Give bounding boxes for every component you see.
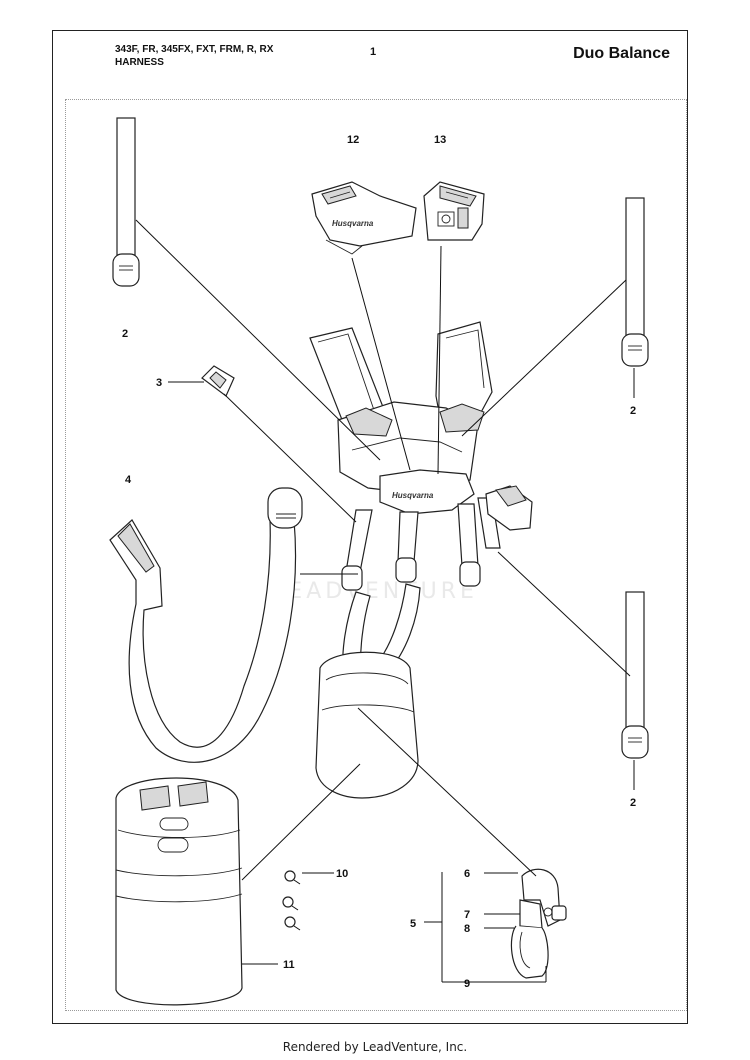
part-11-hip-pad[interactable] <box>115 777 243 1006</box>
section-title: HARNESS <box>115 57 164 68</box>
part-3-buckle[interactable] <box>201 365 235 397</box>
leader-lines <box>135 219 635 983</box>
watermark-text: LEADVENTURE <box>272 579 478 604</box>
part-4-hip-strap[interactable] <box>109 487 303 763</box>
drawing-sheet <box>52 30 688 1024</box>
model-list: 343F, FR, 345FX, FXT, FRM, R, RX <box>115 44 274 55</box>
callout-7: 7 <box>464 909 470 921</box>
callout-6: 6 <box>464 868 470 880</box>
callout-3: 3 <box>156 377 162 389</box>
part-13-shoulder-pad[interactable] <box>423 181 485 241</box>
callout-13: 13 <box>434 134 446 146</box>
part-12-shoulder-pad[interactable]: Husqvarna <box>311 181 417 255</box>
diagram-title: Duo Balance <box>573 45 670 62</box>
part-2-strap-right-upper[interactable] <box>621 197 649 367</box>
callout-9: 9 <box>464 978 470 990</box>
footer-credit: Rendered by LeadVenture, Inc. <box>282 1040 468 1054</box>
callout-2-right-upper: 2 <box>630 405 636 417</box>
husqvarna-logo-12: Husqvarna <box>332 219 374 228</box>
part-2-strap-right-lower[interactable] <box>621 591 649 759</box>
part-2-strap-upper-left[interactable] <box>112 117 140 287</box>
callout-8: 8 <box>464 923 470 935</box>
page-number: 1 <box>370 46 377 58</box>
husqvarna-logo-harness: Husqvarna <box>392 491 434 500</box>
callout-5: 5 <box>410 918 416 930</box>
part-5-hook-assembly[interactable] <box>510 868 567 979</box>
drawing-area-border <box>65 99 687 1011</box>
callout-4: 4 <box>125 474 132 486</box>
part-10-screws[interactable] <box>282 870 301 931</box>
callout-2-right-lower: 2 <box>630 797 636 809</box>
part-1-harness-assembly[interactable]: Husqvarna <box>309 321 533 799</box>
callout-12: 12 <box>347 134 359 146</box>
callout-2-left: 2 <box>122 328 128 340</box>
callout-11: 11 <box>283 959 295 971</box>
callout-10: 10 <box>336 868 348 880</box>
